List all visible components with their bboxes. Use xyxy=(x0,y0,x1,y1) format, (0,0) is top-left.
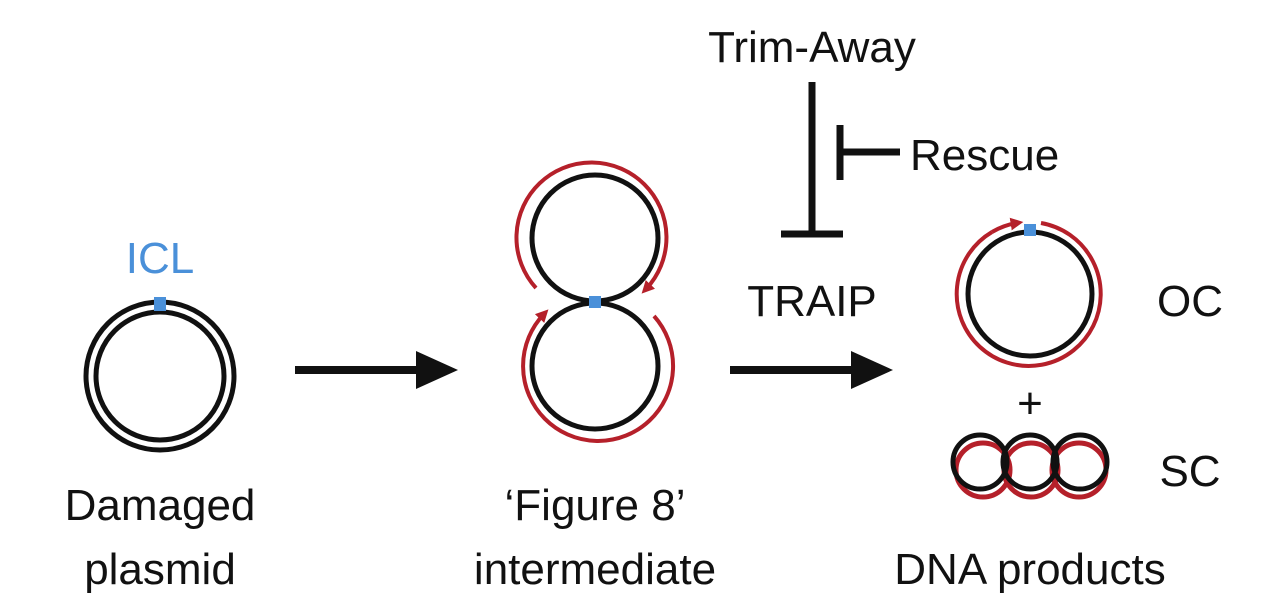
damaged-plasmid-label-line2: plasmid xyxy=(84,545,236,594)
damaged-plasmid xyxy=(83,297,237,453)
figure8-label-line2: intermediate xyxy=(474,545,716,594)
icl-label: ICL xyxy=(126,234,194,283)
trim-away-inhibition xyxy=(781,82,843,238)
figure8-bottom-circle xyxy=(529,300,661,432)
figure8-intermediate xyxy=(514,160,676,443)
traip-label: TRAIP xyxy=(747,277,877,326)
figure8-top-circle xyxy=(529,172,661,304)
rescue-inhibition xyxy=(836,125,900,180)
figure8-label-line1: ‘Figure 8’ xyxy=(505,481,686,530)
arrow-to-products xyxy=(730,351,893,389)
oc-black-circle xyxy=(965,229,1095,359)
oc-icl-mark xyxy=(1024,224,1036,236)
figure8-top-red-strand xyxy=(514,160,669,294)
icl-lesion-mark xyxy=(154,297,166,311)
arrow-to-intermediate xyxy=(295,351,458,389)
trim-away-label: Trim-Away xyxy=(708,23,916,72)
sc-black-ring-3 xyxy=(1050,432,1110,492)
plasmid-inner-strand xyxy=(93,309,227,443)
oc-label: OC xyxy=(1157,277,1223,326)
oc-product xyxy=(954,217,1103,368)
plasmid-outer-strand xyxy=(83,299,237,453)
sc-product xyxy=(950,432,1110,500)
dna-products-label: DNA products xyxy=(894,545,1165,594)
oc-red-strand-arrow xyxy=(990,217,1024,234)
sc-label: SC xyxy=(1159,447,1220,496)
rescue-label: Rescue xyxy=(910,131,1059,180)
figure8-bottom-red-strand xyxy=(521,309,676,443)
plus-sign: + xyxy=(1017,379,1043,428)
figure8-icl-mark xyxy=(589,296,601,308)
damaged-plasmid-label-line1: Damaged xyxy=(65,481,256,530)
oc-red-strand-right xyxy=(954,221,1103,368)
sc-black-ring-1 xyxy=(950,432,1010,492)
sc-black-ring-2 xyxy=(1000,432,1060,492)
